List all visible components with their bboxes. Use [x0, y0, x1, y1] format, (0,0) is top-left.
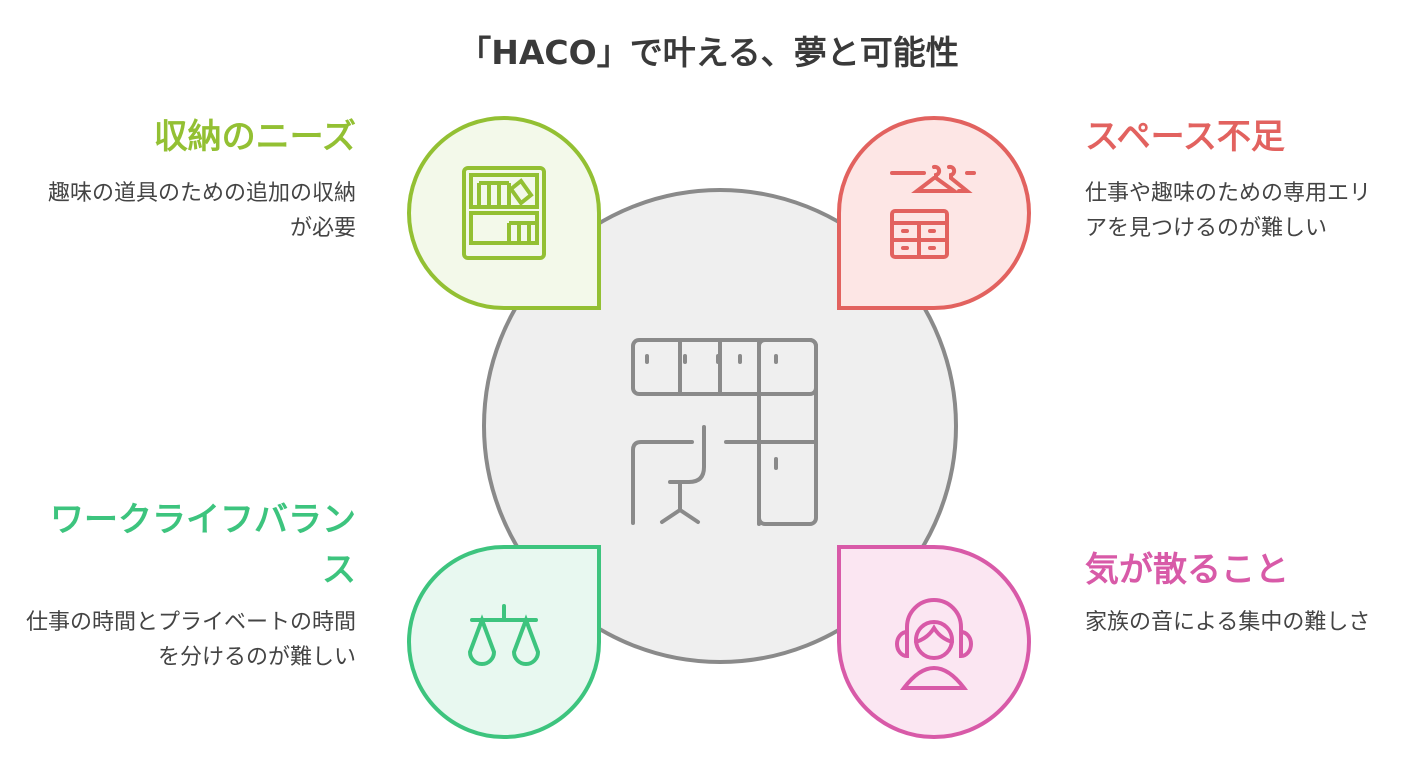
- item-description: 家族の音による集中の難しさ: [1085, 610, 1371, 635]
- balance-scale-icon: [467, 604, 541, 666]
- item-description: 趣味の道具のための追加の収納が必要: [47, 181, 356, 241]
- item-storage-needs: 収納のニーズ 趣味の道具のための追加の収納が必要: [26, 112, 356, 246]
- headphones-person-icon: [895, 598, 973, 690]
- item-heading: 収納のニーズ: [153, 117, 356, 157]
- bookshelf-icon: [462, 166, 546, 260]
- room-layout-icon: [631, 338, 818, 526]
- storage-needs-bubble: [407, 116, 601, 310]
- item-heading: 気が散ること: [1085, 550, 1289, 590]
- item-heading: ワークライフバランス: [50, 500, 356, 590]
- space-shortage-bubble: [837, 116, 1031, 310]
- item-description: 仕事の時間とプライベートの時間を分けるのが難しい: [26, 610, 357, 670]
- item-heading: スペース不足: [1085, 117, 1285, 157]
- item-work-life-balance: ワークライフバランス 仕事の時間とプライベートの時間を分けるのが難しい: [26, 495, 356, 675]
- distractions-bubble: [837, 545, 1031, 739]
- item-distractions: 気が散ること 家族の音による集中の難しさ: [1085, 545, 1385, 640]
- item-description: 仕事や趣味のための専用エリアを見つけるのが難しい: [1085, 181, 1372, 241]
- item-space-shortage: スペース不足 仕事や趣味のための専用エリアを見つけるのが難しい: [1085, 112, 1385, 246]
- work-life-balance-bubble: [407, 545, 601, 739]
- closet-hangers-icon: [890, 164, 976, 259]
- diagram-title: 「HACO」で叶える、夢と可能性: [458, 33, 959, 72]
